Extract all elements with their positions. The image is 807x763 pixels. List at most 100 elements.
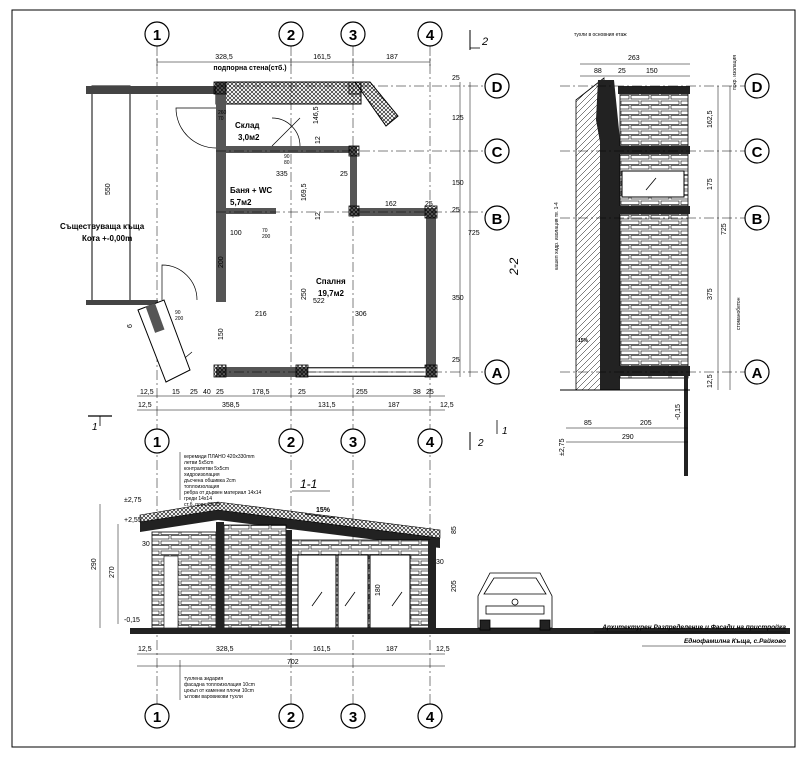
svg-text:260: 260 <box>218 110 227 116</box>
svg-text:3: 3 <box>349 27 357 44</box>
room-storage-area: 3,0м2 <box>238 133 260 142</box>
ground-line <box>130 628 790 634</box>
svg-text:150: 150 <box>218 328 225 340</box>
svg-text:покр. изолация: покр. изолация <box>732 55 738 90</box>
svg-text:C: C <box>752 144 763 161</box>
svg-text:175: 175 <box>707 178 714 190</box>
car-icon <box>477 572 553 631</box>
svg-text:187: 187 <box>388 402 400 409</box>
svg-text:2: 2 <box>477 438 484 449</box>
svg-text:кашеп хидр. изолация тв. 1-4: кашеп хидр. изолация тв. 1-4 <box>554 202 560 270</box>
svg-text:25: 25 <box>340 171 348 178</box>
svg-text:180: 180 <box>375 584 382 596</box>
svg-text:4: 4 <box>426 434 435 451</box>
svg-text:205: 205 <box>451 580 458 592</box>
svg-text:1: 1 <box>153 27 161 44</box>
axis-marker-2-top: 2 <box>278 21 304 47</box>
section-2-2: тухли в основния етаж 263 88 25 150 15% … <box>554 32 770 476</box>
svg-text:12,5: 12,5 <box>707 374 714 388</box>
svg-text:200: 200 <box>175 316 184 322</box>
svg-text:B: B <box>492 211 503 228</box>
svg-text:фасадна топлоизолация 10cm: фасадна топлоизолация 10cm <box>184 682 255 688</box>
room-bath-name: Баня + WC <box>230 186 272 195</box>
svg-text:A: A <box>752 365 763 382</box>
svg-text:88: 88 <box>594 68 602 75</box>
room-bedroom-name: Спалня <box>316 277 346 286</box>
plan-columns <box>213 81 438 378</box>
svg-text:25: 25 <box>298 389 306 396</box>
svg-text:290: 290 <box>91 558 98 570</box>
svg-text:328,5: 328,5 <box>215 54 233 61</box>
svg-text:C: C <box>492 144 503 161</box>
svg-text:250: 250 <box>301 288 308 300</box>
axis-markers-bottom: 1 2 3 4 <box>144 703 443 729</box>
svg-text:керемиди ПЛАНО 420x330mm: керемиди ПЛАНО 420x330mm <box>184 454 255 460</box>
svg-text:169,5: 169,5 <box>301 183 308 201</box>
elevation-glazing <box>297 554 411 629</box>
svg-text:4: 4 <box>426 709 435 726</box>
room-bedroom-area: 19,7м2 <box>318 289 344 298</box>
svg-text:±2,75: ±2,75 <box>124 497 142 504</box>
existing-house-top-wall <box>86 86 216 94</box>
svg-text:85: 85 <box>451 526 458 534</box>
svg-text:ребра от дървен материал 14x14: ребра от дървен материал 14x14 <box>184 490 262 496</box>
svg-text:25: 25 <box>190 389 198 396</box>
svg-text:263: 263 <box>628 55 640 62</box>
svg-text:161,5: 161,5 <box>313 54 331 61</box>
svg-text:D: D <box>492 79 503 96</box>
svg-text:B: B <box>752 211 763 228</box>
svg-text:38: 38 <box>413 389 421 396</box>
floor-plan: 328,5 161,5 187 подпорна стена(стб.) Същ… <box>60 54 521 433</box>
plan-door-tags: 260 70 90 80 90 200 70 200 <box>175 110 290 322</box>
section-mark-2-top: 2 <box>469 30 488 50</box>
plan-inner-dims: 335 25 162 25 100 216 306 522 200 150 12… <box>127 106 433 340</box>
svg-text:2: 2 <box>287 434 295 451</box>
svg-text:358,5: 358,5 <box>222 402 240 409</box>
elevation-layer-notes-top: керемиди ПЛАНО 420x330mm летви 5x5cm кон… <box>184 454 262 508</box>
svg-text:D: D <box>752 79 763 96</box>
svg-text:4: 4 <box>426 27 435 44</box>
svg-text:3: 3 <box>349 434 357 451</box>
svg-text:90: 90 <box>175 310 181 316</box>
svg-text:725: 725 <box>468 230 480 237</box>
svg-text:Еднофамилна Къща, с.Райково: Еднофамилна Къща, с.Райково <box>684 637 786 645</box>
svg-text:306: 306 <box>355 311 367 318</box>
svg-text:25: 25 <box>426 389 434 396</box>
svg-text:1: 1 <box>92 422 98 433</box>
svg-text:161,5: 161,5 <box>313 646 331 653</box>
svg-text:15%: 15% <box>316 507 331 514</box>
axis-markers-side-plan: D C B A <box>484 73 510 385</box>
svg-text:100: 100 <box>230 230 242 237</box>
section-mark-1-left: 1 <box>88 415 112 433</box>
plan-dims-right: 25 125 150 25 350 25 725 <box>452 75 480 377</box>
svg-text:350: 350 <box>452 295 464 302</box>
svg-text:2: 2 <box>287 27 295 44</box>
svg-text:2: 2 <box>287 709 295 726</box>
svg-text:70: 70 <box>262 228 268 234</box>
svg-text:150: 150 <box>452 180 464 187</box>
svg-text:3: 3 <box>349 709 357 726</box>
svg-text:725: 725 <box>721 223 728 235</box>
retaining-wall-note: подпорна стена(стб.) <box>213 64 286 72</box>
room-bath-area: 5,7м2 <box>230 198 252 207</box>
axis-marker-3-top: 3 <box>340 21 366 47</box>
svg-text:15: 15 <box>172 389 180 396</box>
svg-text:12,5: 12,5 <box>138 402 152 409</box>
svg-text:522: 522 <box>313 298 325 305</box>
svg-text:1: 1 <box>153 434 161 451</box>
plan-dims-bottom: 12,5 15 25 40 25 178,5 25 255 38 25 12,5… <box>137 389 454 411</box>
svg-text:162: 162 <box>385 201 397 208</box>
svg-text:тухли в основния етаж: тухли в основния етаж <box>574 32 627 38</box>
svg-text:12: 12 <box>315 212 322 220</box>
svg-text:+2,55: +2,55 <box>124 517 142 524</box>
svg-text:25: 25 <box>216 389 224 396</box>
title-block: Архитектурен Разпределение и Фасади на п… <box>594 623 786 647</box>
svg-text:12,5: 12,5 <box>140 389 154 396</box>
svg-text:A: A <box>492 365 503 382</box>
svg-text:131,5: 131,5 <box>318 402 336 409</box>
axis-marker-4-top: 4 <box>417 21 443 47</box>
section-label-1-1: 1-1 <box>300 477 317 491</box>
svg-text:ъглови варовикови тухли: ъглови варовикови тухли <box>184 694 243 700</box>
